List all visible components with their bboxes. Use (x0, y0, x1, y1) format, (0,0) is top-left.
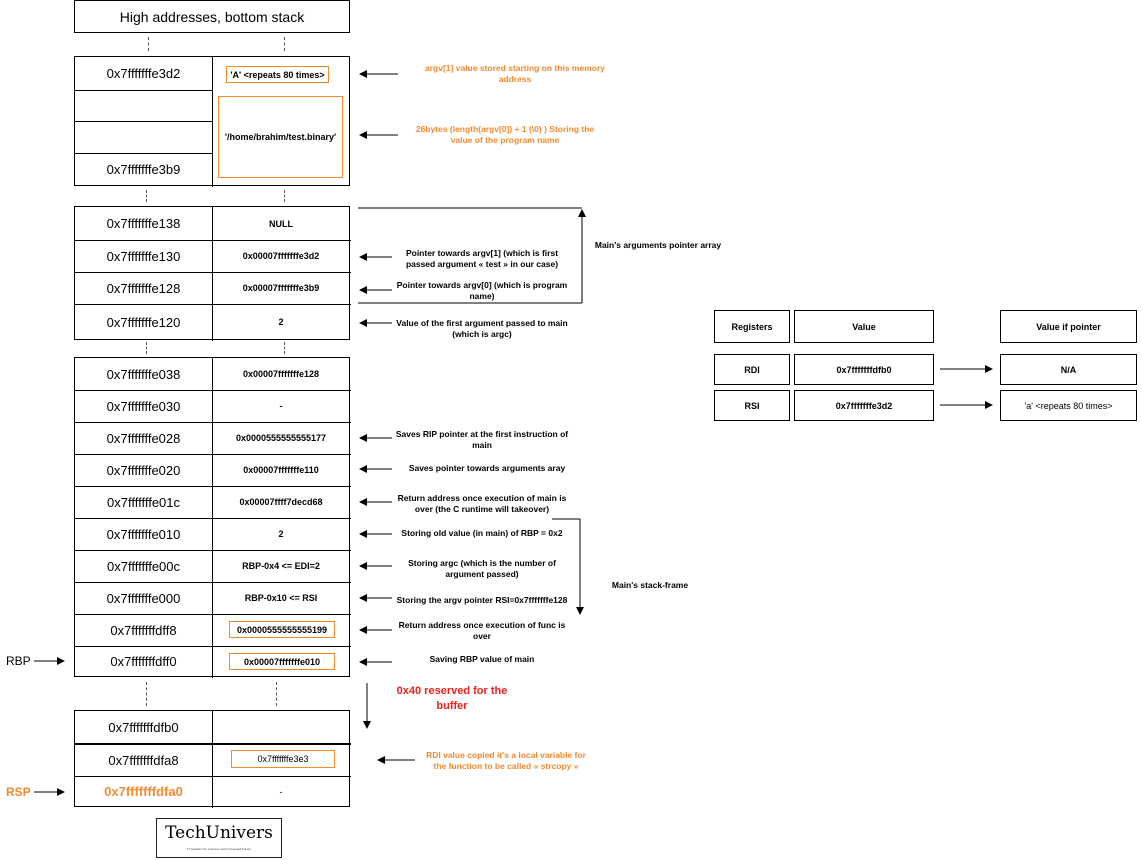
memory-address: 0x7fffffffe030 (106, 398, 181, 414)
bracket-label-stack-frame: Main's stack-frame (611, 580, 689, 591)
annotation: Return address once execution of main is… (397, 492, 567, 514)
register-rsi: RSI (714, 390, 790, 421)
reserved-buffer-label: 0x40 reserved for the buffer (396, 685, 508, 712)
memory-address: 0x7fffffffe120 (106, 314, 181, 330)
memory-value: - (279, 786, 283, 797)
memory-address: 0x7fffffffe138 (106, 216, 181, 231)
memory-value: 0x00007fffffffe110 (243, 465, 319, 475)
memory-address: 0x7fffffffdff8 (110, 622, 177, 638)
memory-value: NULL (269, 218, 293, 229)
saved-rbp-main: 0x00007fffffffe010 (229, 653, 335, 670)
memory-value: 0x0000555555555177 (235, 433, 327, 443)
annotation-rdi: RDI value copied it's a local variable f… (426, 749, 586, 771)
ellipsis-line (276, 682, 277, 706)
memory-value: 0x00007ffff7decd68 (239, 497, 323, 507)
bracket-label-args: Main's arguments pointer array (594, 240, 722, 251)
memory-value: 2 (278, 317, 284, 327)
register-rdi-value: 0x7fffffffdfb0 (794, 354, 934, 385)
memory-address: 0x7fffffffe01c (106, 494, 181, 510)
ellipsis-line (284, 190, 285, 202)
techunivers-logo: TechUnivers IT solutions for a Secure an… (156, 818, 282, 858)
memory-address: 0x7fffffffdfa0 (104, 784, 183, 799)
pointer-header: Value if pointer (1000, 310, 1137, 343)
annotation: Saves pointer towards arguments aray (408, 463, 566, 474)
annotation: Value of the first argument passed to ma… (396, 317, 568, 339)
memory-address: 0x7fffffffe3b9 (106, 162, 181, 177)
memory-value: RBP-0x4 <= EDI=2 (242, 561, 320, 571)
annotation: Storing argc (which is the number of arg… (408, 557, 556, 579)
ellipsis-line (146, 682, 147, 706)
memory-address: 0x7fffffffdfb0 (108, 719, 179, 735)
logo-text: TechUnivers (165, 823, 273, 843)
program-name-value: '/home/brahim/test.binary' (218, 96, 343, 178)
memory-value: 2 (278, 529, 284, 539)
ellipsis-line (146, 190, 147, 202)
annotation: Return address once execution of func is… (398, 619, 566, 641)
memory-address: 0x7fffffffe00c (106, 558, 181, 574)
rdi-local-copy: 0x7fffffffe3e3 (231, 750, 335, 768)
annotation: Storing the argv pointer RSI=0x7fffffffe… (396, 595, 568, 606)
memory-value: 0x00007fffffffe3b9 (242, 283, 320, 293)
registers-header: Registers (714, 310, 790, 343)
rsp-label: RSP (6, 785, 31, 799)
memory-address: 0x7fffffffe000 (106, 590, 181, 606)
memory-value: 0x00007fffffffe128 (242, 369, 320, 379)
annotation-argv1: argv[1] value stored starting on this me… (425, 62, 605, 84)
memory-value: 0x00007fffffffe3d2 (242, 251, 320, 261)
ellipsis-line (284, 342, 285, 354)
annotation: Storing old value (in main) of RBP = 0x2 (401, 528, 563, 539)
argv-pointer-block: 0x7fffffffe138 NULL 0x7fffffffe130 0x000… (74, 206, 351, 341)
memory-address: 0x7fffffffe130 (106, 248, 181, 264)
annotation: Pointer towards argv[0] (which is progra… (396, 279, 568, 301)
memory-address: 0x7fffffffe038 (106, 366, 181, 382)
annotation: Pointer towards argv[1] (which is first … (405, 247, 559, 269)
memory-address: 0x7fffffffe3d2 (106, 66, 181, 81)
logo-tagline: IT solutions for a Secure and Connected … (187, 847, 251, 851)
memory-address: 0x7fffffffe010 (106, 526, 181, 542)
value-header: Value (794, 310, 934, 343)
func-stack-block: 0x7fffffffdfb0 0x7fffffffdfa8 0x7fffffff… (74, 710, 351, 808)
argv-strings-block: 0x7fffffffe3d2 0x7fffffffe3b9 (74, 56, 350, 187)
annotation-program-name: 26bytes (length(argv[0]) + 1 (\0) ) Stor… (415, 123, 595, 145)
ellipsis-line (146, 342, 147, 354)
main-stack-frame-block: 0x7fffffffe038 0x00007fffffffe128 0x7fff… (74, 357, 351, 678)
register-rsi-value: 0x7fffffffe3d2 (794, 390, 934, 421)
memory-address: 0x7fffffffe020 (106, 462, 181, 478)
return-address-func: 0x0000555555555199 (229, 621, 335, 638)
memory-value: - (279, 401, 283, 411)
memory-value: RBP-0x10 <= RSI (244, 593, 318, 603)
ellipsis-line (284, 37, 285, 51)
stack-header: High addresses, bottom stack (74, 0, 350, 33)
memory-address: 0x7fffffffdfa8 (108, 752, 179, 768)
annotation: Saves RIP pointer at the first instructi… (395, 428, 569, 450)
register-rsi-pointer: 'a' <repeats 80 times> (1000, 390, 1137, 421)
rbp-label: RBP (6, 654, 31, 668)
ellipsis-line (148, 37, 149, 51)
memory-address: 0x7fffffffe028 (106, 430, 181, 446)
register-rdi: RDI (714, 354, 790, 385)
annotation: Saving RBP value of main (429, 654, 535, 665)
memory-address: 0x7fffffffdff0 (110, 654, 177, 669)
register-rdi-pointer: N/A (1000, 354, 1137, 385)
memory-address: 0x7fffffffe128 (106, 280, 181, 296)
argv1-value: 'A' <repeats 80 times> (226, 66, 329, 83)
